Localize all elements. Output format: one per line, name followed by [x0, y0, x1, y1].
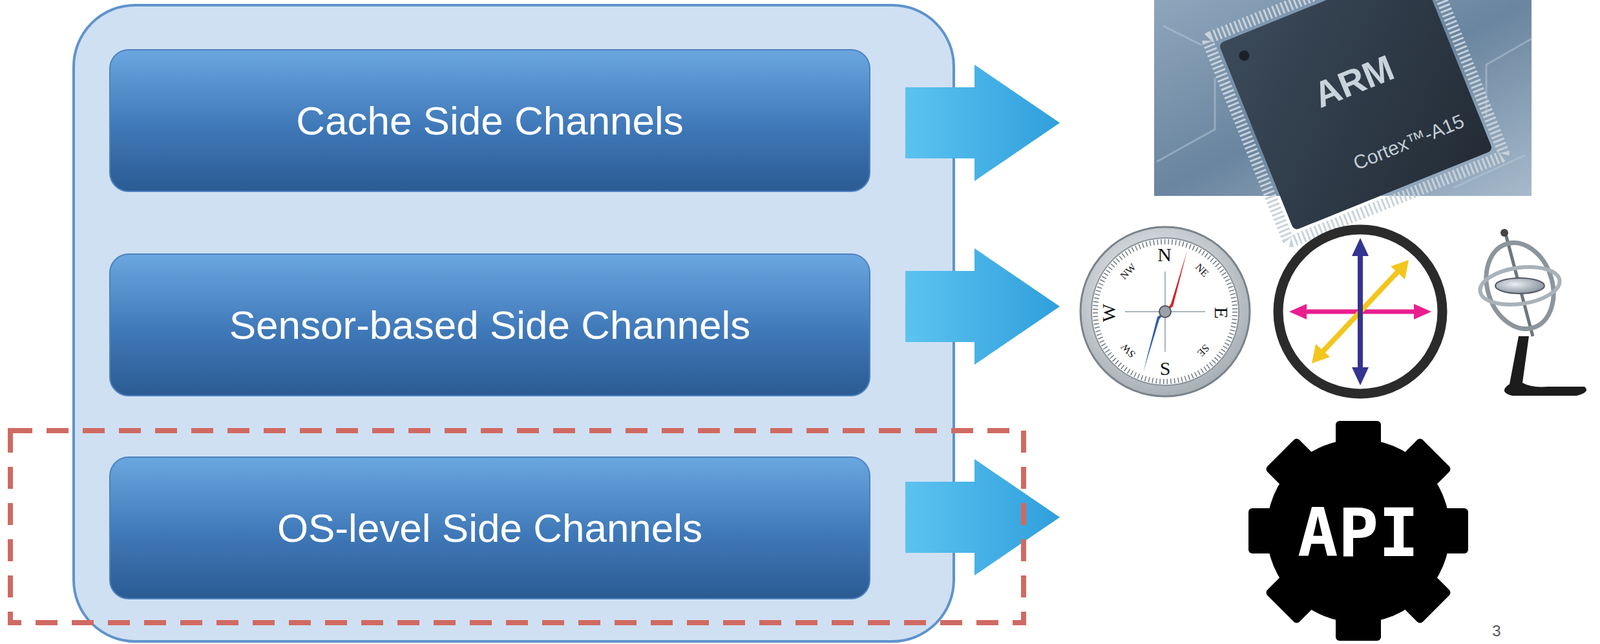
- arm-chip-picture: [1154, 0, 1532, 243]
- api-text: API: [1297, 498, 1420, 567]
- gyroscope-icon: [1475, 228, 1587, 396]
- compass-point: N: [1157, 244, 1172, 265]
- box-label: OS-level Side Channels: [277, 504, 703, 551]
- accelerometer-icon: [1278, 229, 1443, 394]
- box-label: Sensor-based Side Channels: [229, 301, 751, 348]
- process-box: OS-level Side Channels: [109, 456, 871, 600]
- block-arrows: [905, 64, 1060, 576]
- container-panel: [73, 5, 954, 642]
- highlight-frame: [10, 430, 1024, 623]
- box-label: Cache Side Channels: [295, 97, 684, 144]
- compass-point: E: [1211, 306, 1232, 319]
- compass-point: S: [1159, 358, 1171, 379]
- page-number: 3: [1492, 622, 1501, 639]
- compass-point: W: [1099, 303, 1119, 322]
- process-box: Cache Side Channels: [109, 49, 871, 192]
- process-box: Sensor-based Side Channels: [109, 253, 871, 397]
- api-gear-icon: [1248, 420, 1469, 641]
- compass-icon: [1080, 226, 1250, 397]
